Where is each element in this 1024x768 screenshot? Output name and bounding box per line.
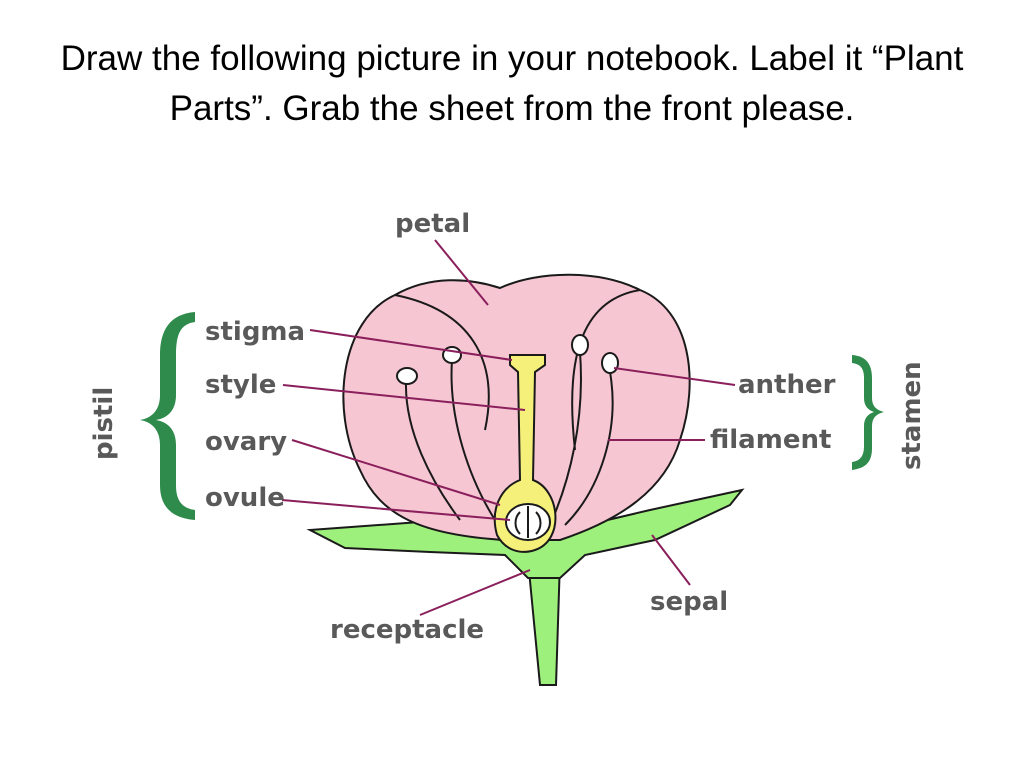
- label-receptacle: receptacle: [330, 615, 484, 645]
- ovule-left-seed: [514, 511, 521, 535]
- anther-1: [396, 367, 418, 385]
- leader-ovule: [281, 499, 511, 521]
- filament-1: [404, 382, 461, 521]
- anther-3: [571, 334, 589, 356]
- filament-4: [564, 371, 614, 526]
- leader-stigma: [309, 329, 513, 361]
- group-label-stamen: stamen: [897, 361, 927, 470]
- slide-title: Draw the following picture in your noteb…: [60, 39, 964, 128]
- leader-sepal: [651, 534, 691, 586]
- leader-ovary: [291, 439, 501, 506]
- label-filament: filament: [710, 425, 831, 455]
- group-label-pistil: pistil: [89, 387, 119, 460]
- label-ovule: ovule: [205, 483, 285, 513]
- label-petal: petal: [395, 209, 470, 239]
- leader-receptacle: [419, 569, 531, 616]
- label-anther: anther: [738, 370, 836, 400]
- stamen-bracket: [852, 355, 884, 470]
- leader-petal: [434, 239, 489, 306]
- label-ovary: ovary: [205, 427, 287, 457]
- pistil-shape: [493, 354, 557, 553]
- filament-3: [549, 351, 582, 526]
- pistil-bracket: [140, 312, 195, 520]
- leader-anther: [613, 367, 736, 386]
- filament-2: [450, 359, 496, 521]
- anther-4: [601, 352, 619, 374]
- label-stigma: stigma: [205, 317, 305, 347]
- ovule-right-seed: [535, 511, 542, 535]
- leader-style: [282, 384, 526, 411]
- label-style: style: [205, 370, 276, 400]
- label-sepal: sepal: [650, 587, 728, 617]
